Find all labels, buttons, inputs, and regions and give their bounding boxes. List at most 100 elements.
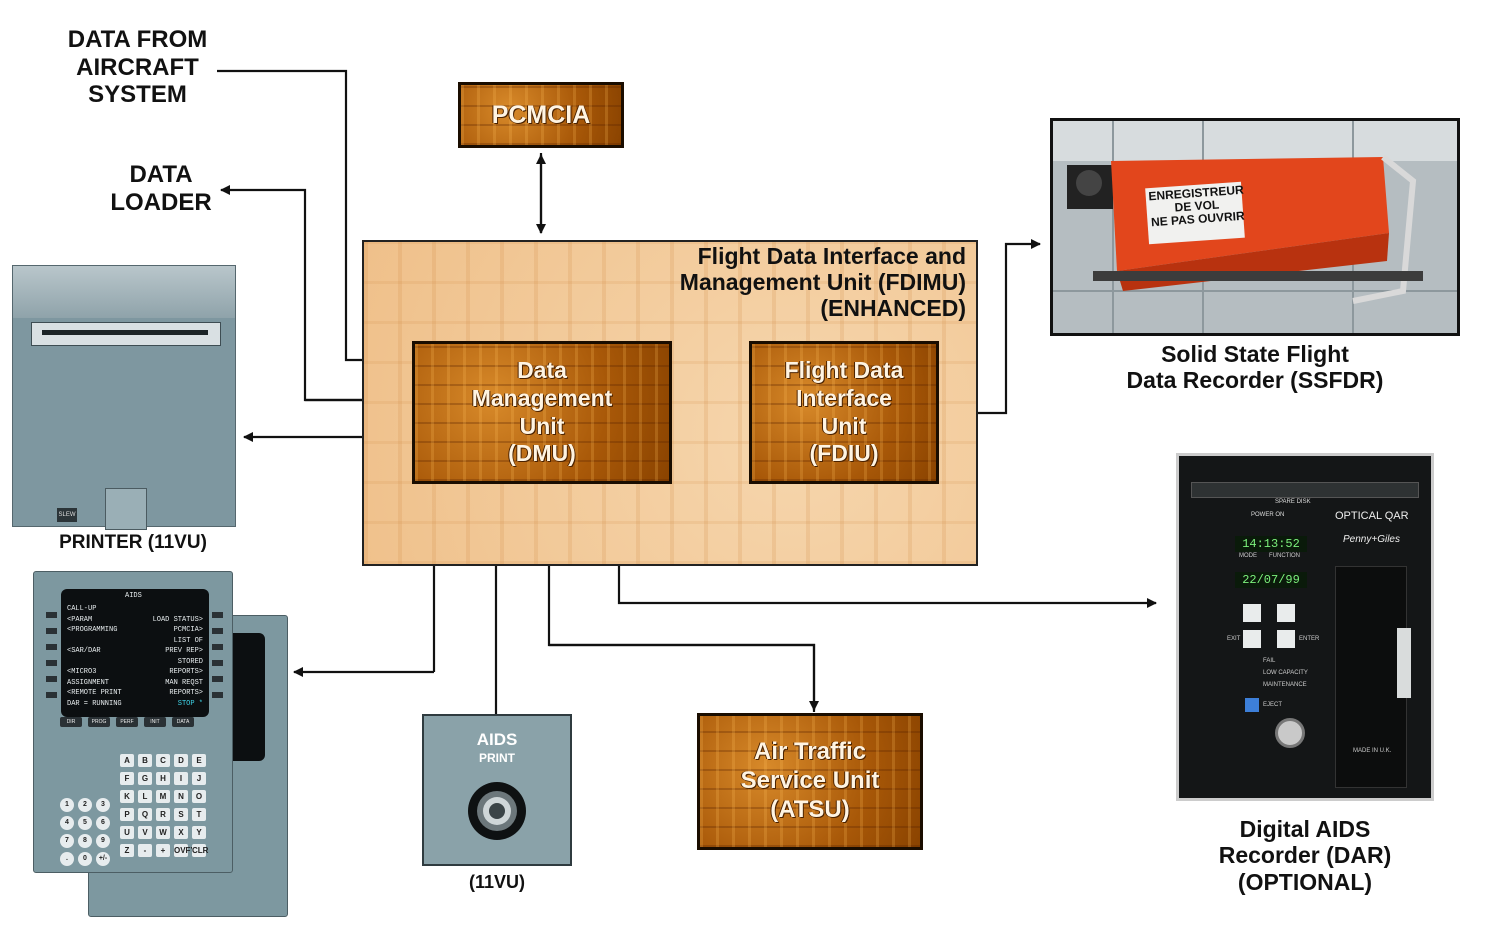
mcdu-number-key-label: 3 — [101, 801, 105, 808]
mcdu-letter-key[interactable]: W — [156, 826, 170, 839]
mcdu-number-key-label: . — [66, 855, 68, 862]
mcdu-letter-key[interactable]: A — [120, 754, 134, 767]
mcdu-number-key[interactable]: 1 — [60, 798, 74, 812]
mcdu-letter-key[interactable]: V — [138, 826, 152, 839]
mcdu-line-select-key[interactable] — [212, 660, 223, 666]
mcdu-letter-key[interactable]: M — [156, 790, 170, 803]
mcdu-letter-key[interactable]: N — [174, 790, 188, 803]
label-data-from-aircraft: DATA FROM AIRCRAFT SYSTEM — [67, 26, 208, 109]
mcdu-letter-key[interactable]: Q — [138, 808, 152, 821]
mcdu-letter-key[interactable]: L — [138, 790, 152, 803]
aids-panel-subtitle: PRINT — [479, 751, 515, 765]
mcdu-number-key[interactable]: 6 — [96, 816, 110, 830]
mcdu-function-key-label: DATA — [176, 719, 190, 725]
mcdu-letter-key[interactable]: X — [174, 826, 188, 839]
mcdu-letter-key[interactable]: - — [138, 844, 152, 857]
mcdu-letter-key-label: L — [142, 792, 148, 801]
mcdu-function-key-label: INIT — [150, 719, 160, 725]
mcdu-letter-key-label: N — [178, 792, 184, 801]
mcdu-letter-key-label: K — [124, 792, 130, 801]
mcdu-letter-key-label: U — [124, 828, 130, 837]
mcdu-line-select-key[interactable] — [212, 692, 223, 698]
mcdu-letter-key-label: Z — [124, 846, 130, 855]
dar-top-bar — [1191, 482, 1419, 498]
mcdu-letter-key-label: V — [142, 828, 148, 837]
dar-photo: SPARE DISK POWER ON OPTICAL QAR Penny+Gi… — [1176, 453, 1434, 801]
mcdu-letter-key[interactable]: CLR — [192, 844, 208, 857]
mcdu-letter-key-label: P — [124, 810, 130, 819]
mcdu-letter-key-label: OVFY — [174, 846, 196, 855]
dar-disk-handle — [1397, 628, 1411, 698]
mcdu-letter-key-label: J — [196, 774, 202, 783]
mcdu-number-key[interactable]: 2 — [78, 798, 92, 812]
mcdu-line-select-key[interactable] — [46, 692, 57, 698]
mcdu-letter-key-label: Y — [196, 828, 202, 837]
dar-mode-label: MODE — [1239, 553, 1257, 559]
mcdu-number-key[interactable]: 3 — [96, 798, 110, 812]
mcdu-letter-key[interactable]: Y — [192, 826, 206, 839]
mcdu-letter-key[interactable]: Z — [120, 844, 134, 857]
mcdu-letter-key[interactable]: OVFY — [174, 844, 196, 857]
dar-maintenance-label: MAINTENANCE — [1263, 682, 1307, 688]
mcdu-number-key[interactable]: 8 — [78, 834, 92, 848]
mcdu-function-key[interactable]: INIT — [144, 717, 166, 727]
aids-panel-title: AIDS — [476, 730, 518, 749]
mcdu-line-select-key[interactable] — [212, 612, 223, 618]
mcdu-letter-key[interactable]: S — [174, 808, 188, 821]
mcdu-screen-left-text: <SAR/DAR — [67, 647, 101, 655]
dar-eject-label: EJECT — [1263, 702, 1283, 708]
mcdu-line-select-key[interactable] — [46, 612, 57, 618]
mcdu-letter-key[interactable]: P — [120, 808, 134, 821]
mcdu-function-key-label: DIR — [66, 719, 76, 725]
mcdu-line-select-key[interactable] — [46, 676, 57, 682]
mcdu-line-select-key[interactable] — [46, 644, 57, 650]
mcdu-line-select-key[interactable] — [46, 628, 57, 634]
mcdu-letter-key-label: - — [143, 846, 147, 855]
label-dar: Digital AIDS Recorder (DAR) (OPTIONAL) — [1218, 816, 1392, 895]
mcdu-letter-key[interactable]: D — [174, 754, 188, 767]
aids-print-panel-image: AIDS PRINT — [422, 714, 572, 866]
mcdu-function-key[interactable]: PERF — [116, 717, 138, 727]
mcdu-number-key[interactable]: 0 — [78, 852, 92, 866]
mcdu-letter-key[interactable]: H — [156, 772, 170, 785]
mcdu-number-key[interactable]: 7 — [60, 834, 74, 848]
mcdu-letter-key-label: A — [124, 756, 130, 765]
mcdu-line-select-key[interactable] — [212, 628, 223, 634]
mcdu-number-key[interactable]: . — [60, 852, 74, 866]
mcdu-letter-key[interactable]: O — [192, 790, 206, 803]
mcdu-letter-key[interactable]: T — [192, 808, 206, 821]
mcdu-letter-key[interactable]: J — [192, 772, 206, 785]
mcdu-letter-key[interactable]: E — [192, 754, 206, 767]
mcdu-number-key-label: 2 — [83, 801, 87, 808]
mcdu-letter-key-label: X — [178, 828, 184, 837]
mcdu-letter-key-label: H — [160, 774, 166, 783]
mcdu-letter-key[interactable]: G — [138, 772, 152, 785]
fdiu-block: Flight Data Interface Unit (FDIU) — [749, 341, 939, 484]
mcdu-letter-key[interactable]: F — [120, 772, 134, 785]
mcdu-letter-key[interactable]: R — [156, 808, 170, 821]
mcdu-letter-key[interactable]: C — [156, 754, 170, 767]
mcdu-function-key[interactable]: DIR — [60, 717, 82, 727]
mcdu-letter-key[interactable]: B — [138, 754, 152, 767]
mcdu-function-key[interactable]: DATA — [172, 717, 194, 727]
mcdu-number-key[interactable]: +/- — [96, 852, 110, 866]
mcdu-screen-right-text: STOP * — [177, 699, 203, 708]
mcdu-letter-key-label: S — [178, 810, 184, 819]
mcdu-letter-key[interactable]: I — [174, 772, 188, 785]
ssfdr-label-plate: ENREGISTREUR DE VOL NE PAS OUVRIR — [1147, 182, 1246, 230]
mcdu-letter-key[interactable]: K — [120, 790, 134, 803]
mcdu-letter-key[interactable]: U — [120, 826, 134, 839]
mcdu-screen-right-text: MAN REQST — [165, 678, 203, 687]
mcdu-letter-key[interactable]: + — [156, 844, 170, 857]
mcdu-line-select-key[interactable] — [212, 676, 223, 682]
dar-low-capacity-label: LOW CAPACITY — [1263, 670, 1308, 676]
mcdu-number-key[interactable]: 9 — [96, 834, 110, 848]
dar-time-display: 14:13:52 — [1235, 536, 1307, 552]
mcdu-number-key[interactable]: 5 — [78, 816, 92, 830]
mcdu-number-key[interactable]: 4 — [60, 816, 74, 830]
mcdu-line-select-key[interactable] — [212, 644, 223, 650]
mcdu-function-key[interactable]: PROG — [88, 717, 110, 727]
mcdu-letter-key-label: + — [160, 846, 166, 855]
mcdu-line-select-key[interactable] — [46, 660, 57, 666]
